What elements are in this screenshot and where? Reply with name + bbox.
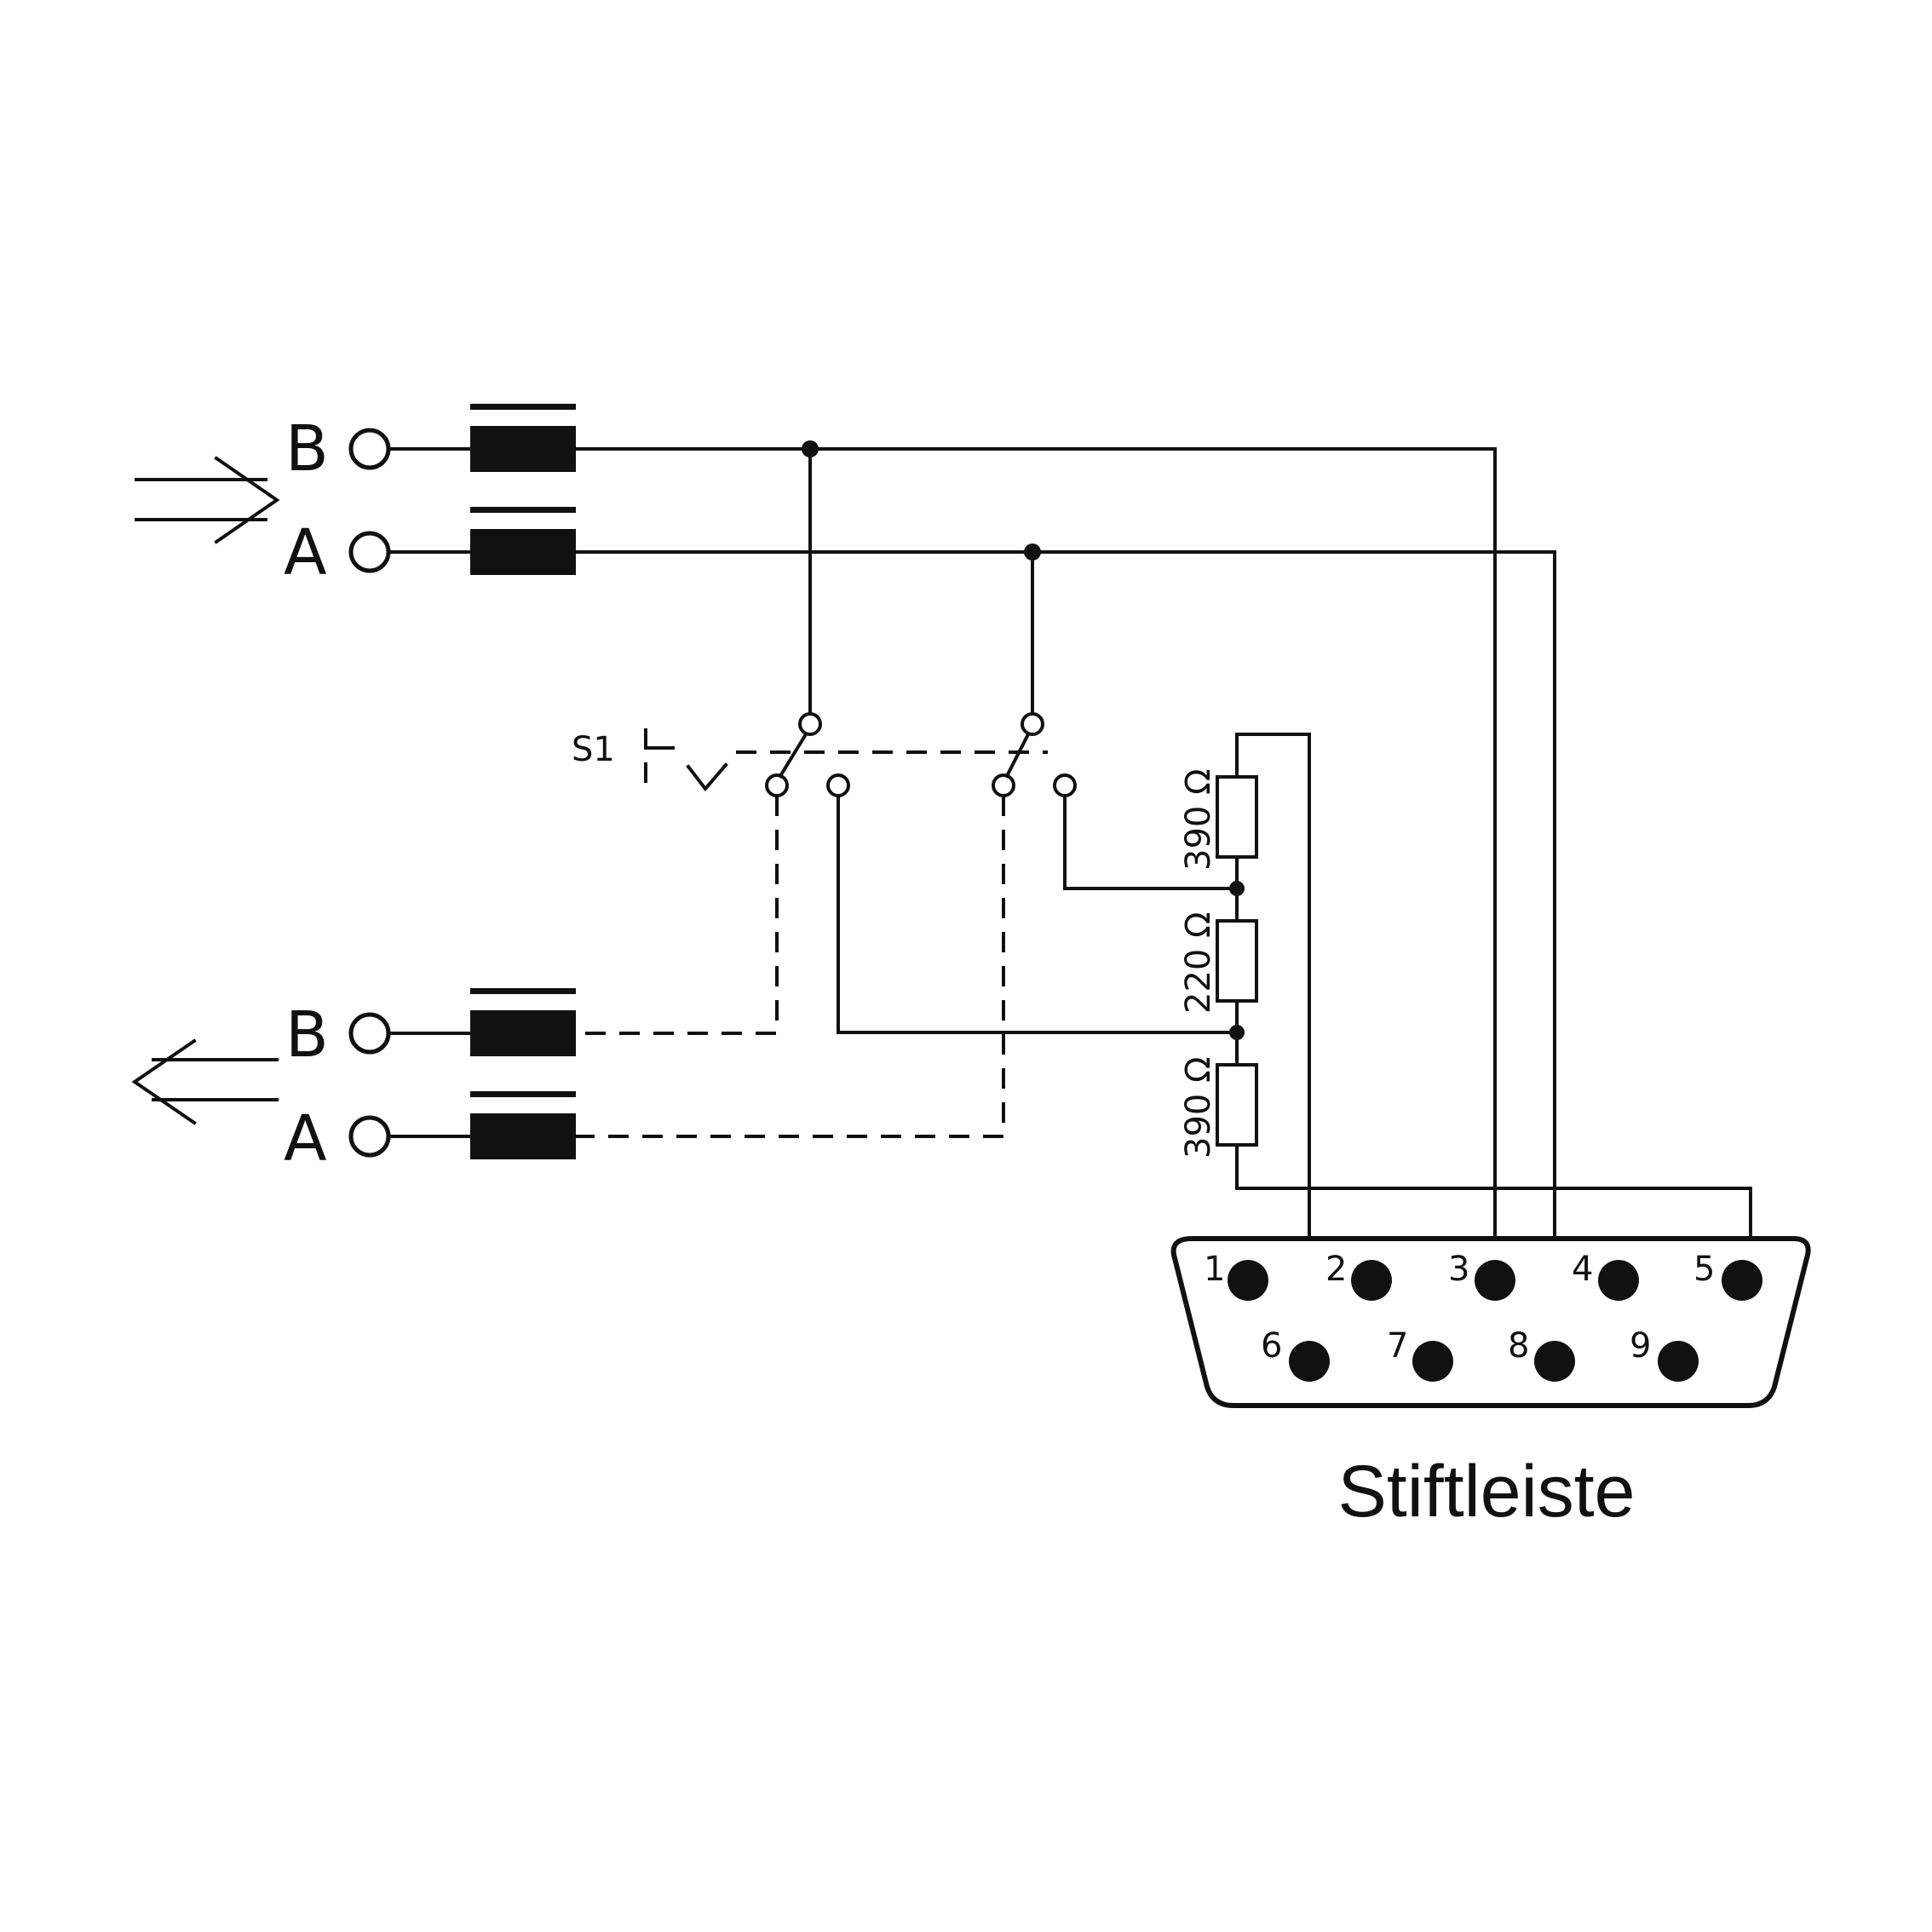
ferrite-out-a: [470, 1091, 576, 1159]
resistor-top-value: 390 Ω: [1179, 768, 1218, 871]
pin-number: 7: [1387, 1326, 1408, 1366]
terminal-in-b: [348, 428, 391, 470]
wire-pin6: [1235, 733, 1311, 1356]
resistor-bottom: [1216, 1063, 1258, 1147]
pin-number: 4: [1572, 1250, 1593, 1289]
ferrite-out-b: [470, 988, 576, 1056]
pin-number: 3: [1448, 1250, 1469, 1289]
connector-pin-7: [1412, 1341, 1453, 1382]
junction-r1: [1229, 881, 1245, 896]
wire-a-bus: [574, 550, 1556, 1348]
resistor-top: [1216, 775, 1258, 859]
connector-pin-9: [1658, 1341, 1699, 1382]
junction-r2: [1229, 1025, 1245, 1040]
pin-number: 9: [1630, 1326, 1651, 1366]
pin-number: 1: [1204, 1250, 1225, 1289]
input-arrow: [135, 456, 280, 544]
wire-b-bus: [574, 447, 1497, 1262]
pin-number: 5: [1693, 1250, 1715, 1289]
switch-s1: [644, 712, 1077, 797]
connector-pin-5: [1722, 1260, 1762, 1301]
output-arrow: [131, 1038, 279, 1125]
connector-label: Stiftleiste: [1338, 1451, 1636, 1532]
ferrite-in-a: [470, 507, 576, 575]
wire-out-a-dashed: [576, 796, 1005, 1138]
switch-label: S1: [572, 730, 615, 769]
pin-number: 8: [1508, 1326, 1529, 1366]
connector-pin-6: [1289, 1341, 1330, 1382]
wire-pin5: [1235, 1143, 1752, 1271]
wire-switch-to-r-mid-bottom: [837, 794, 1239, 1034]
terminal-label-in-a: A: [284, 516, 327, 589]
terminal-label-in-b: B: [285, 412, 329, 486]
resistor-middle: [1216, 919, 1258, 1003]
terminal-out-a: [348, 1115, 391, 1158]
connector-pin-4: [1598, 1260, 1639, 1301]
resistor-middle-value: 220 Ω: [1179, 911, 1218, 1014]
wire-out-b-dashed: [576, 796, 779, 1035]
connector-pin-8: [1534, 1341, 1575, 1382]
resistor-bottom-value: 390 Ω: [1179, 1056, 1218, 1159]
connector-pin-2: [1351, 1260, 1392, 1301]
terminal-in-a: [348, 531, 391, 573]
dsub-connector-shell: [1170, 1236, 1811, 1408]
connector-pin-3: [1475, 1260, 1515, 1301]
terminal-label-out-b: B: [285, 998, 329, 1072]
pin-number: 6: [1261, 1326, 1282, 1366]
ferrite-in-b: [470, 404, 576, 472]
terminal-label-out-a: A: [284, 1102, 327, 1176]
connector-pin-1: [1228, 1260, 1268, 1301]
terminal-out-b: [348, 1012, 391, 1055]
pin-number: 2: [1325, 1250, 1347, 1289]
wire-switch-to-r-top-mid: [1063, 794, 1239, 890]
